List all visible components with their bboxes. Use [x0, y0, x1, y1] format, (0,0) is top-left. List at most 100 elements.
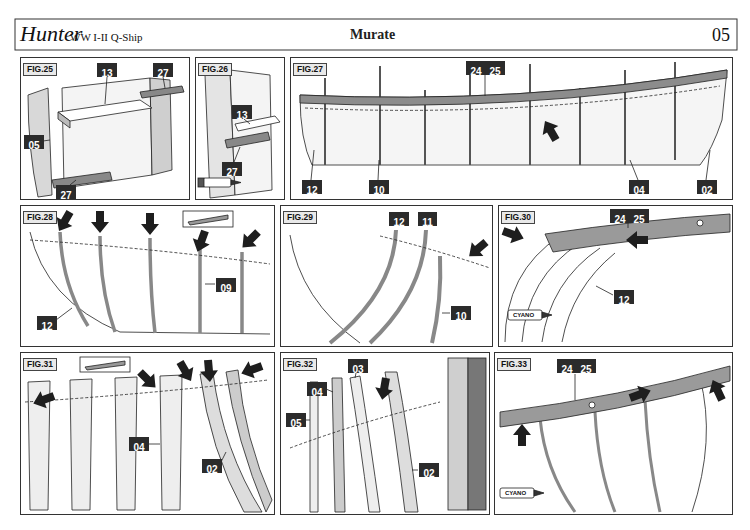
frame-drawing: [290, 358, 486, 512]
callout-box: 10: [451, 306, 471, 320]
stem-block: [468, 358, 486, 510]
frame-lines: [330, 230, 440, 343]
callout-box: 25: [576, 359, 596, 373]
callout-box: 13: [232, 105, 252, 119]
leader-line: [105, 77, 107, 104]
tube-label: CYANO: [505, 489, 526, 497]
stem-line: [692, 378, 706, 512]
callout-number: 05: [28, 139, 39, 153]
figure-label: FIG.25: [23, 63, 57, 76]
callout-box: 02: [697, 180, 717, 194]
pointer-arrow: [189, 228, 213, 255]
callout-box: 03: [348, 359, 368, 373]
frame-line: [579, 88, 581, 165]
frame-line: [542, 248, 600, 342]
frame-line: [469, 62, 471, 165]
hole: [589, 402, 595, 408]
frame-line: [674, 62, 676, 160]
figure-label: FIG.26: [198, 63, 232, 76]
frame-line: [100, 236, 115, 332]
figure-label: FIG.27: [293, 63, 327, 76]
leader-line: [485, 75, 486, 96]
callout-box: 24: [557, 359, 577, 373]
callout-number: 04: [633, 184, 644, 198]
pointer-arrow: [513, 424, 531, 446]
callout-box: 24: [466, 61, 486, 75]
figure-label: FIG.28: [23, 211, 57, 224]
glue-tube: [508, 310, 542, 320]
plank-strip: [500, 366, 730, 427]
callout-box: 27: [56, 185, 76, 199]
callout-box: 25: [485, 61, 505, 75]
callout-number: 13: [236, 109, 247, 123]
leader-line: [326, 389, 333, 392]
glue-nozzle: [231, 180, 241, 185]
frame-lines: [60, 232, 242, 333]
strip-part: [225, 132, 270, 148]
hull-drawing: [300, 62, 727, 180]
pointer-arrow: [373, 376, 395, 401]
callout-number: 12: [41, 320, 52, 334]
leader-line: [706, 150, 710, 180]
pointer-arrow: [172, 358, 199, 386]
callout-number: 27: [60, 189, 71, 203]
figure-label: FIG.33: [497, 358, 531, 371]
frame-line: [379, 66, 381, 165]
callout-number: 24: [470, 65, 481, 79]
callout-number: 12: [618, 294, 629, 308]
callout-number: 24: [614, 213, 625, 227]
figure-panel: FIG.310402: [20, 352, 275, 515]
frame-line: [522, 243, 580, 342]
frame-line: [370, 230, 426, 343]
callout-number: 27: [226, 166, 237, 180]
dashed-line: [290, 402, 440, 448]
bulkhead-part: [62, 78, 152, 188]
frame-line: [324, 78, 326, 165]
callout-number: 11: [422, 216, 433, 230]
leader-line: [43, 140, 50, 141]
callout-box: 12: [614, 290, 634, 304]
pointer-arrow: [705, 376, 731, 404]
callout-number: 05: [290, 417, 301, 431]
glue-nozzle: [542, 312, 552, 318]
callout-box: 24: [610, 209, 630, 223]
leader-line: [205, 284, 215, 285]
hull-line: [505, 236, 560, 342]
callout-box: 02: [419, 463, 439, 477]
pointer-arrow: [537, 116, 564, 144]
callout-number: 04: [133, 441, 144, 455]
figure-label: FIG.30: [501, 211, 535, 224]
sanding-tool: [85, 361, 125, 370]
dashed-line: [305, 86, 720, 110]
pointer-arrow: [236, 226, 264, 254]
callout-number: 10: [373, 184, 384, 198]
frame-line: [60, 232, 88, 326]
leader-line: [575, 374, 576, 400]
figure-panel: FIG.25 13 27 05 27: [20, 57, 190, 200]
pointer-arrow: [463, 235, 491, 263]
stem-part: [226, 370, 272, 512]
leader-line: [630, 160, 638, 180]
callout-box: 04: [629, 180, 649, 194]
pointer-arrow: [30, 388, 57, 412]
callout-number: 13: [101, 67, 112, 81]
leader-line: [596, 286, 613, 295]
callout-box: 09: [216, 278, 236, 292]
pointer-arrow: [91, 211, 109, 233]
pointer-arrow: [134, 366, 162, 394]
callout-box: 02: [202, 459, 222, 473]
figure-label: FIG.29: [283, 211, 317, 224]
frame-drawing: [198, 70, 280, 198]
leader-line: [311, 150, 314, 180]
bow-drawing: [30, 211, 270, 334]
callout-number: 03: [352, 363, 363, 377]
page-number: 05: [712, 24, 730, 46]
hull-line: [30, 232, 270, 334]
callout-box: 12: [389, 212, 409, 226]
series-name: WW I-II Q-Ship: [70, 30, 143, 44]
publisher-name: Murate: [350, 26, 395, 44]
figure-panel: FIG.26 13 27: [195, 57, 285, 200]
leader-line: [234, 147, 240, 162]
callout-box: 05: [286, 413, 306, 427]
